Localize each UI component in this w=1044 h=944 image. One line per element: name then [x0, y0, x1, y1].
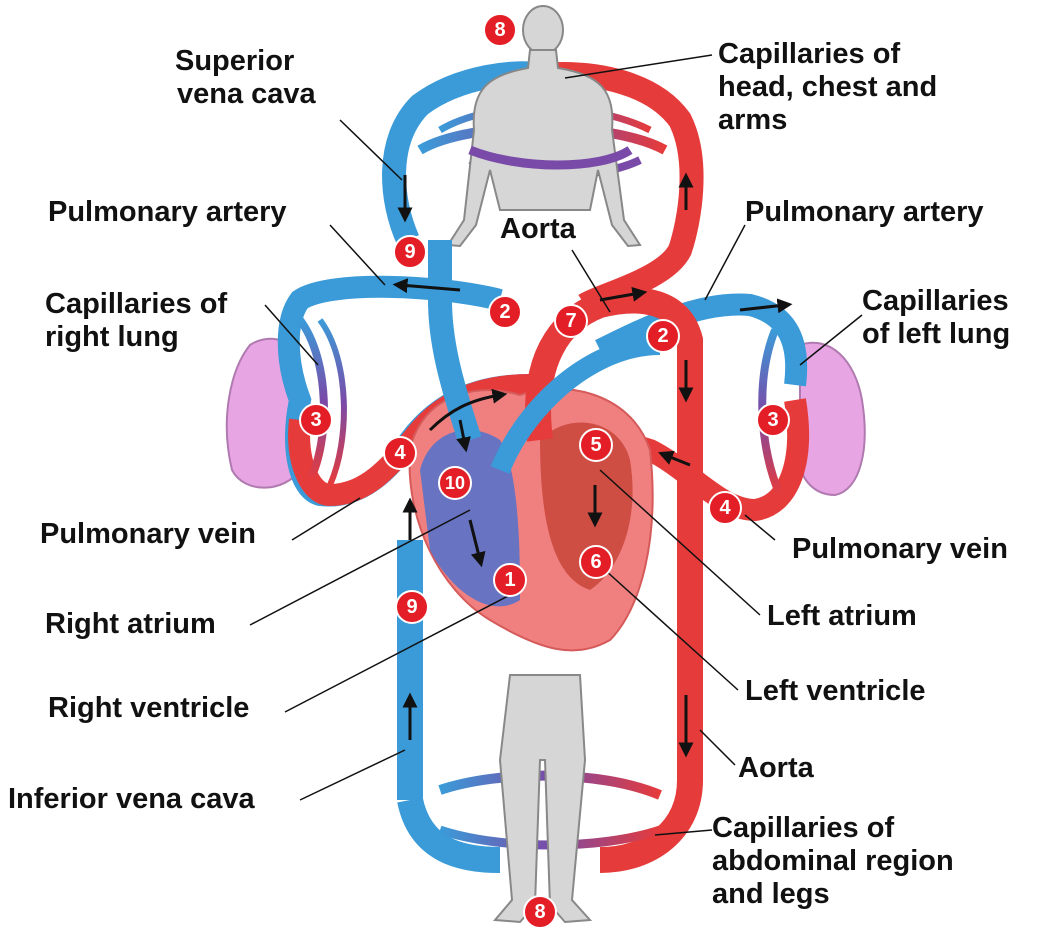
- label-left-ventricle: Left ventricle: [745, 675, 926, 708]
- step-badge-3-right: 3: [299, 403, 333, 437]
- leader-line: [705, 225, 745, 300]
- step-badge-6: 6: [579, 545, 613, 579]
- step-badge-9-top: 9: [393, 235, 427, 269]
- label-right-ventricle: Right ventricle: [48, 692, 249, 725]
- label-superior-vena-cava: Superior vena cava: [175, 45, 316, 111]
- label-capillaries-head: Capillaries of head, chest and arms: [718, 38, 937, 137]
- step-badge-4-right: 4: [383, 436, 417, 470]
- leader-line: [250, 510, 470, 625]
- label-line: Capillaries of: [718, 38, 937, 71]
- leader-line: [300, 750, 405, 800]
- label-capillaries-left-lung: Capillaries of left lung: [862, 285, 1010, 351]
- label-line: Capillaries of: [712, 812, 954, 845]
- label-pulmonary-vein-left: Pulmonary vein: [792, 533, 1008, 566]
- label-pulmonary-artery-left: Pulmonary artery: [745, 196, 984, 229]
- step-badge-9-bottom: 9: [395, 590, 429, 624]
- step-badge-5: 5: [579, 428, 613, 462]
- leader-line: [700, 730, 735, 765]
- leader-line: [605, 570, 738, 690]
- label-line: abdominal region: [712, 845, 954, 878]
- step-badge-3-left: 3: [756, 403, 790, 437]
- step-badge-8-bottom: 8: [523, 895, 557, 929]
- leader-line: [330, 225, 385, 285]
- human-upper-body: [448, 6, 640, 246]
- label-capillaries-legs: Capillaries of abdominal region and legs: [712, 812, 954, 911]
- label-pulmonary-artery-right: Pulmonary artery: [48, 196, 287, 229]
- label-line: of left lung: [862, 318, 1010, 351]
- step-badge-7: 7: [554, 304, 588, 338]
- step-badge-1: 1: [493, 563, 527, 597]
- label-left-atrium: Left atrium: [767, 600, 917, 633]
- label-aorta-bottom: Aorta: [738, 752, 814, 785]
- label-line: vena cava: [175, 78, 316, 111]
- step-badge-2-left: 2: [646, 319, 680, 353]
- label-aorta-top: Aorta: [500, 213, 576, 246]
- step-badge-4-left: 4: [708, 491, 742, 525]
- label-right-atrium: Right atrium: [45, 608, 216, 641]
- label-inferior-vena-cava: Inferior vena cava: [8, 783, 255, 816]
- label-line: and legs: [712, 878, 954, 911]
- label-line: head, chest and: [718, 71, 937, 104]
- label-line: arms: [718, 104, 937, 137]
- label-pulmonary-vein-right: Pulmonary vein: [40, 518, 256, 551]
- label-line: right lung: [45, 321, 227, 354]
- human-lower-body: [495, 675, 590, 922]
- step-badge-2-right: 2: [488, 295, 522, 329]
- label-line: Capillaries of: [45, 288, 227, 321]
- step-badge-10: 10: [438, 466, 472, 500]
- step-badge-8-top: 8: [483, 13, 517, 47]
- label-capillaries-right-lung: Capillaries of right lung: [45, 288, 227, 354]
- label-line: Capillaries: [862, 285, 1010, 318]
- label-line: Superior: [175, 45, 316, 78]
